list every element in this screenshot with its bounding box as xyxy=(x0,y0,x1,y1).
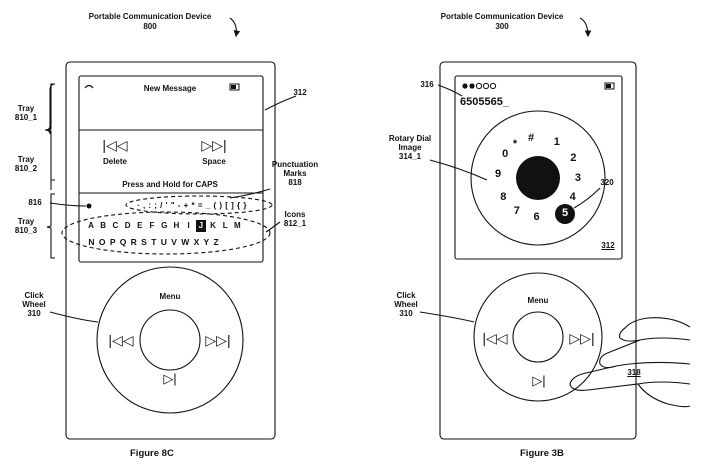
dialed-number: 6505565_ xyxy=(460,96,509,108)
punct-label: Punctuation xyxy=(271,160,319,169)
delete-label: Delete xyxy=(102,157,127,166)
left-wheel-label: Click xyxy=(24,291,44,300)
dial-label: Rotary Dial xyxy=(388,134,432,143)
punct-ref: 818 xyxy=(288,178,302,187)
key-a[interactable]: A xyxy=(88,221,94,230)
icons-label: Icons xyxy=(284,210,306,219)
left-prev-icon[interactable]: |◁◁ xyxy=(108,332,134,348)
key-b[interactable]: B xyxy=(100,221,107,230)
left-wheel-label-2: Wheel xyxy=(22,300,46,309)
right-menu-button[interactable]: Menu xyxy=(527,296,549,305)
delete-icon[interactable]: |◁◁ xyxy=(102,137,128,153)
key-m[interactable]: M xyxy=(234,221,241,230)
right-wheel-ref: 310 xyxy=(399,309,413,318)
tray-2-id: 810_2 xyxy=(14,164,38,173)
dial-digit-5[interactable]: 5 xyxy=(561,207,569,219)
left-click-wheel xyxy=(96,266,244,414)
key-c[interactable]: C xyxy=(112,221,119,230)
right-device-body xyxy=(439,61,637,440)
right-figure-caption: Figure 3B xyxy=(520,448,564,459)
ref-316: 316 xyxy=(420,80,434,89)
left-center-button xyxy=(139,309,201,371)
tray-3-label: Tray xyxy=(17,217,35,226)
caps-hint: Press and Hold for CAPS xyxy=(122,180,218,189)
signal-icon xyxy=(84,84,94,89)
rotary-dial-center xyxy=(516,156,560,200)
key-j[interactable]: J xyxy=(195,220,206,232)
tray-1-id: 810_1 xyxy=(14,113,38,122)
right-wheel-label: Click xyxy=(396,291,416,300)
left-device-ref: 800 xyxy=(143,22,157,31)
key-g[interactable]: G xyxy=(161,221,168,230)
right-device-ref: 300 xyxy=(495,22,509,31)
key-h[interactable]: H xyxy=(173,221,180,230)
left-wheel-ref: 310 xyxy=(27,309,41,318)
left-device-title: Portable Communication Device xyxy=(88,12,212,21)
punctuation-row[interactable]: · , : ; / ' " - + * = _ ( ) [ ] { } xyxy=(137,201,247,210)
key-d[interactable]: D xyxy=(124,221,131,230)
dial-digit-7[interactable]: 7 xyxy=(513,204,520,217)
key-f[interactable]: F xyxy=(149,221,155,230)
icons-ref: 812_1 xyxy=(283,219,307,228)
dial-digit-hash[interactable]: # xyxy=(527,131,535,144)
ref-318: 318 xyxy=(627,368,641,377)
left-figure-caption: Figure 8C xyxy=(130,448,174,459)
dial-digit-9[interactable]: 9 xyxy=(495,168,502,181)
dial-digit-3[interactable]: 3 xyxy=(574,172,582,185)
left-play-icon[interactable]: ▷| xyxy=(163,371,177,386)
dial-digit-0[interactable]: 0 xyxy=(502,148,509,161)
left-device-body xyxy=(65,61,276,440)
key-k[interactable]: K xyxy=(210,221,216,230)
right-play-icon[interactable]: ▷| xyxy=(532,373,546,388)
key-e[interactable]: E xyxy=(137,221,143,230)
right-click-wheel xyxy=(473,272,603,402)
dial-digit-2[interactable]: 2 xyxy=(570,152,577,165)
punct-label-2: Marks xyxy=(283,169,307,178)
letter-row-2[interactable]: N O P Q R S T U V W X Y Z xyxy=(88,237,220,247)
dial-digit-6[interactable]: 6 xyxy=(533,210,540,223)
left-ref-312: 312 xyxy=(293,88,307,97)
rotary-dial-ring xyxy=(470,110,606,246)
hand-outline xyxy=(569,317,691,408)
dial-digit-8[interactable]: 8 xyxy=(500,191,507,203)
right-wheel-label-2: Wheel xyxy=(394,300,418,309)
left-next-icon[interactable]: ▷▷| xyxy=(205,332,231,348)
dial-digit-1[interactable]: 1 xyxy=(553,135,560,148)
space-label: Space xyxy=(202,157,226,166)
ref-320: 320 xyxy=(600,178,614,187)
dial-ref: 314_1 xyxy=(398,152,422,161)
tray-1-label: Tray xyxy=(17,104,35,113)
key-i[interactable]: I xyxy=(187,221,190,230)
dial-label-2: Image xyxy=(398,143,422,152)
tray-3-id: 810_3 xyxy=(14,226,38,235)
left-screen-title: New Message xyxy=(143,84,197,93)
right-device-title: Portable Communication Device xyxy=(440,12,564,21)
ref-816: 816 xyxy=(28,198,42,207)
right-next-icon[interactable]: ▷▷| xyxy=(569,330,595,346)
dial-digit-4[interactable]: 4 xyxy=(569,191,576,203)
tray-2-label: Tray xyxy=(17,155,35,164)
dial-digit-5-highlight xyxy=(555,204,575,224)
key-l[interactable]: L xyxy=(222,221,228,230)
left-menu-button[interactable]: Menu xyxy=(159,292,181,301)
battery-icon xyxy=(229,83,240,91)
right-ref-312: 312 xyxy=(601,241,615,250)
right-center-button xyxy=(512,311,564,363)
dial-digit-star[interactable]: * xyxy=(512,138,518,151)
right-prev-icon[interactable]: |◁◁ xyxy=(482,330,508,346)
space-icon[interactable]: ▷▷| xyxy=(201,137,227,153)
left-screen xyxy=(78,75,264,263)
